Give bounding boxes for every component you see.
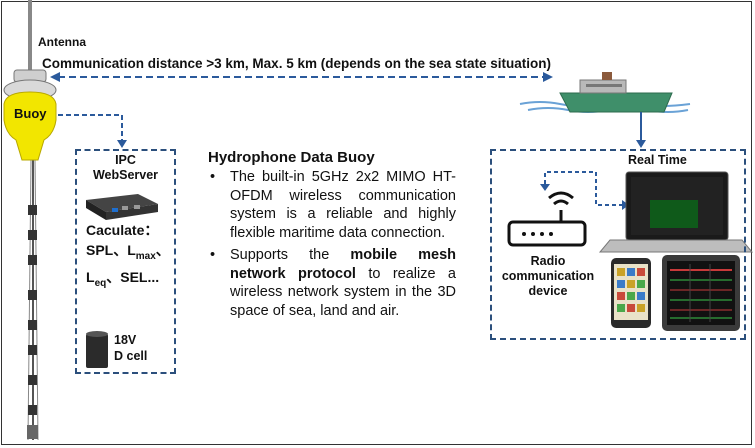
feature-bullet-1: The built-in 5GHz 2x2 MIMO HT-OFDM wirel… — [208, 168, 456, 242]
ipc-title-line2: WebServer — [92, 168, 159, 182]
battery-label: 18V D cell — [114, 332, 147, 364]
laptop — [598, 171, 754, 253]
calc-line-3: Leq、SEL... — [86, 267, 170, 294]
calc-max-sub: max — [135, 250, 156, 262]
phone — [611, 258, 651, 328]
calc-eq-sub: eq — [94, 277, 107, 289]
ipc-title-line1: IPC — [115, 153, 136, 167]
calc-separator: 、 — [155, 242, 170, 258]
main-title: Hydrophone Data Buoy — [208, 149, 375, 166]
ship — [519, 72, 691, 113]
battery-line2: D cell — [114, 349, 148, 363]
feature-list: The built-in 5GHz 2x2 MIMO HT-OFDM wirel… — [208, 168, 456, 324]
bullet2-bold: mobile mesh network protocol — [230, 247, 457, 282]
buoy-label: Buoy — [14, 106, 47, 121]
buoy-ipc-connector — [58, 114, 127, 148]
battery-icon — [86, 331, 108, 368]
radio-line1: Radio — [530, 254, 566, 268]
ipc-calc-text: Caculate： SPL、Lmax、 Leq、SEL... — [86, 220, 170, 294]
radio-line3: device — [528, 284, 568, 298]
calc-leq: L — [86, 268, 95, 285]
radio-line2: communication — [501, 269, 595, 283]
comm-distance-arrow — [50, 72, 553, 82]
battery-line1: 18V — [114, 333, 137, 347]
tablet — [662, 255, 740, 331]
router-icon — [507, 191, 587, 247]
radio-device-label: Radio communication device — [500, 254, 596, 299]
feature-bullet-2: Supports the mobile mesh network protoco… — [208, 246, 456, 320]
bullet2-pre: Supports the — [230, 247, 351, 263]
realtime-box — [490, 149, 746, 340]
calc-spl-lmax: SPL、L — [86, 242, 136, 258]
calc-label: Caculate： — [86, 222, 159, 238]
antenna-label: Antenna — [38, 35, 86, 49]
buoy-body — [3, 69, 57, 161]
calc-line-2: SPL、Lmax、 — [86, 240, 170, 267]
realtime-title: Real Time — [628, 153, 687, 167]
ship-downlink — [636, 112, 646, 148]
comm-distance-label: Communication distance >3 km, Max. 5 km … — [42, 56, 551, 71]
ipc-webserver-box — [75, 149, 176, 374]
hydrophone-string — [27, 159, 39, 441]
ipc-device-icon — [86, 194, 158, 220]
calc-sel: 、SEL... — [106, 268, 160, 285]
bullet2-post: to realize a wireless network system in … — [230, 265, 456, 319]
ipc-title: IPC WebServer — [76, 153, 175, 183]
